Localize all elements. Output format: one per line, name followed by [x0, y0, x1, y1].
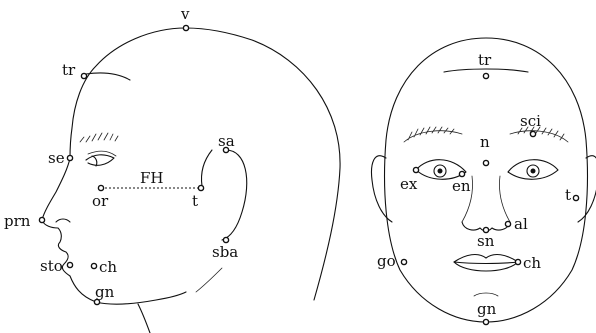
- label-sa: sa: [218, 132, 235, 150]
- label-fh: FH: [140, 169, 164, 187]
- point-tr: [81, 73, 86, 78]
- frontal-pupil-left: [438, 169, 443, 174]
- profile-outline: [42, 28, 340, 304]
- label-frontal-t: t: [565, 186, 571, 204]
- point-frontal-ex: [413, 167, 418, 172]
- label-ch: ch: [99, 258, 117, 276]
- label-v: v: [180, 5, 190, 23]
- label-gn: gn: [95, 283, 115, 301]
- point-sto: [67, 262, 72, 267]
- label-sba: sba: [212, 243, 238, 261]
- profile-eye: [86, 155, 114, 165]
- label-frontal-al: al: [514, 215, 528, 233]
- label-frontal-tr: tr: [478, 51, 492, 69]
- point-v: [183, 25, 188, 30]
- profile-ear-inner: [201, 150, 212, 186]
- label-t: t: [192, 192, 198, 210]
- point-frontal-gn: [483, 319, 488, 324]
- point-sba: [223, 237, 228, 242]
- profile-ear: [222, 150, 247, 240]
- point-frontal-tr: [483, 73, 488, 78]
- label-frontal-gn: gn: [477, 300, 497, 318]
- profile-landmark-labels: v tr se or FH t sa sba prn sto ch gn: [4, 5, 238, 301]
- frontal-ear-left: [372, 156, 392, 222]
- frontal-upper-lip: [454, 255, 518, 262]
- profile-eyebrow: [80, 133, 118, 142]
- point-frontal-al: [505, 221, 510, 226]
- frontal-chin: [474, 293, 498, 296]
- frontal-landmark-labels: tr sci n ex en t al sn go ch gn: [377, 51, 571, 318]
- profile-hairline: [86, 73, 130, 80]
- point-prn: [39, 217, 44, 222]
- profile-eyelid: [88, 151, 116, 156]
- label-tr: tr: [62, 61, 76, 79]
- frontal-lip-line: [454, 262, 518, 264]
- frontal-hairline: [444, 69, 528, 72]
- label-frontal-en: en: [452, 177, 471, 195]
- point-frontal-go: [401, 259, 406, 264]
- frontal-eyebrow-left: [404, 127, 462, 142]
- label-frontal-ex: ex: [400, 175, 418, 193]
- label-frontal-ch: ch: [523, 254, 541, 272]
- point-frontal-t: [573, 195, 578, 200]
- label-or: or: [92, 192, 109, 210]
- point-frontal-sci: [530, 131, 535, 136]
- label-frontal-sn: sn: [477, 232, 495, 250]
- label-frontal-n: n: [480, 133, 490, 151]
- profile-head: [42, 28, 340, 333]
- point-or: [98, 185, 103, 190]
- label-frontal-sci: sci: [520, 112, 541, 130]
- frontal-nose-bridge-right: [499, 176, 510, 222]
- label-prn: prn: [4, 212, 31, 230]
- point-se: [67, 155, 72, 160]
- label-sto: sto: [40, 257, 63, 275]
- point-frontal-ch: [515, 259, 520, 264]
- profile-nostril: [56, 219, 70, 222]
- point-t: [198, 185, 203, 190]
- point-frontal-en: [459, 171, 464, 176]
- label-frontal-go: go: [377, 252, 396, 270]
- profile-neck: [138, 304, 150, 333]
- profile-jaw: [196, 268, 222, 292]
- frontal-pupil-right: [531, 169, 536, 174]
- point-frontal-n: [483, 160, 488, 165]
- point-ch: [91, 263, 96, 268]
- frontal-landmark-points: [401, 73, 578, 324]
- label-se: se: [48, 149, 65, 167]
